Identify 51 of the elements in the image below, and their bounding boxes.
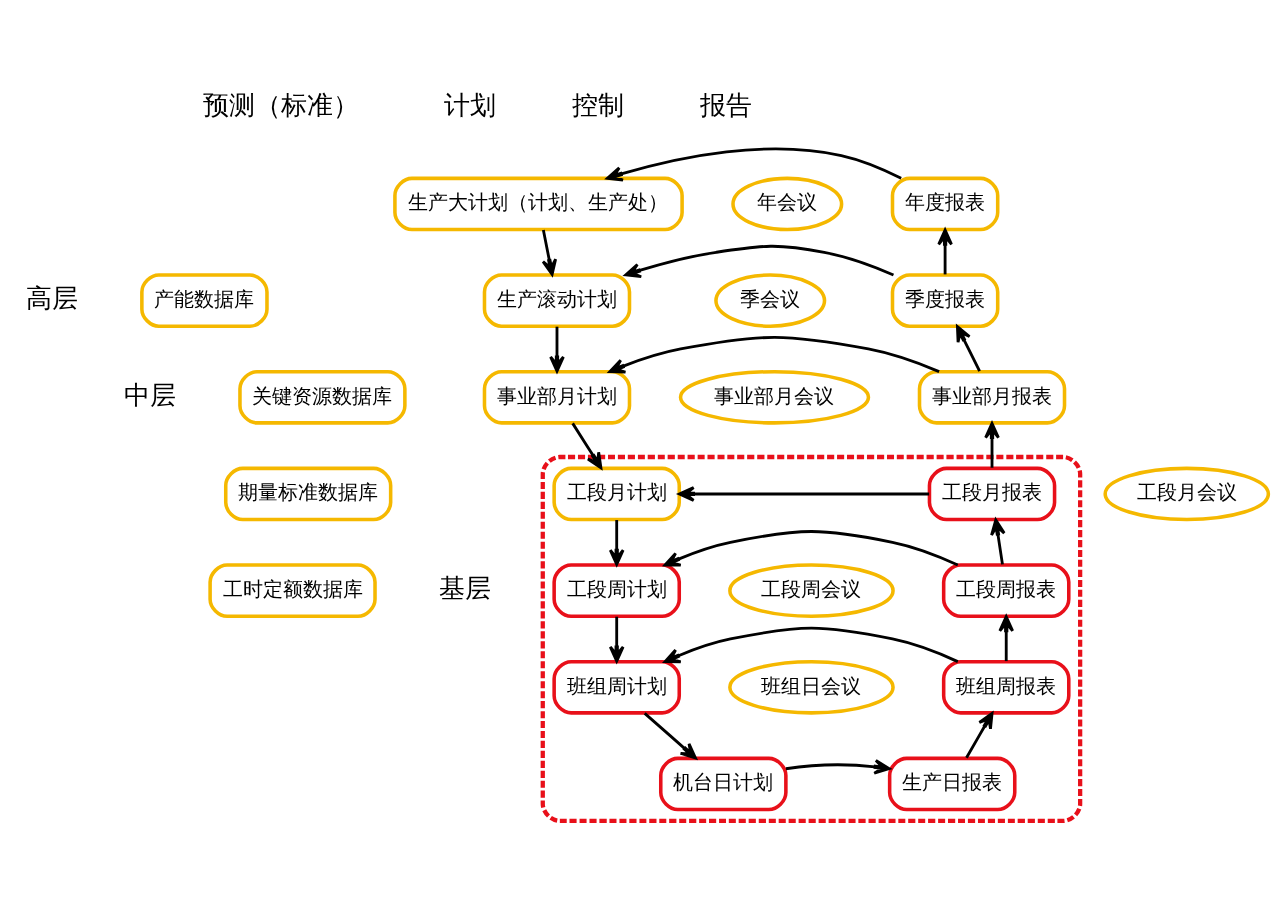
arrow bbox=[549, 326, 565, 373]
label: 中层 bbox=[124, 379, 177, 410]
arrow bbox=[956, 325, 981, 372]
label: 预测（标准） bbox=[203, 89, 360, 120]
arrow bbox=[984, 421, 1000, 468]
arrow bbox=[965, 711, 994, 759]
node-box: 班组周计划 bbox=[552, 659, 682, 715]
node-box: 班组周报表 bbox=[941, 659, 1071, 715]
node-box: 产能数据库 bbox=[140, 273, 269, 328]
node-box: 机台日计划 bbox=[659, 756, 788, 812]
arrow bbox=[571, 422, 603, 470]
node-ellipse: 季会议 bbox=[714, 273, 827, 328]
label: 基层 bbox=[438, 572, 491, 603]
arrow bbox=[608, 336, 940, 374]
arrow bbox=[624, 244, 895, 279]
arrow bbox=[663, 530, 959, 567]
node-box: 事业部月报表 bbox=[917, 369, 1067, 425]
node-ellipse: 班组日会议 bbox=[728, 659, 895, 715]
arrow bbox=[606, 147, 902, 182]
node-box: 生产滚动计划 bbox=[482, 273, 632, 328]
node-box: 年度报表 bbox=[890, 176, 1000, 232]
label: 高层 bbox=[26, 282, 79, 313]
node-box: 工时定额数据库 bbox=[208, 563, 377, 618]
node-box: 工段月计划 bbox=[552, 466, 682, 522]
node-box: 生产日报表 bbox=[887, 756, 1017, 812]
label: 报告 bbox=[700, 89, 753, 120]
arrow bbox=[541, 229, 558, 276]
cluster bbox=[540, 454, 1083, 824]
node-ellipse: 年会议 bbox=[731, 176, 844, 232]
node-ellipse: 事业部月会议 bbox=[678, 369, 871, 425]
node-box: 期量标准数据库 bbox=[223, 466, 393, 522]
node-box: 工段周报表 bbox=[941, 563, 1071, 618]
arrow bbox=[937, 228, 953, 275]
arrow bbox=[990, 518, 1006, 565]
node-box: 生产大计划（计划、生产处） bbox=[393, 176, 684, 232]
node-ellipse: 工段月会议 bbox=[1103, 466, 1271, 522]
arrow bbox=[643, 712, 697, 760]
node-box: 季度报表 bbox=[890, 273, 1000, 328]
node-box: 工段周计划 bbox=[552, 563, 682, 618]
arrow bbox=[608, 616, 625, 663]
arrow bbox=[998, 615, 1015, 662]
arrow bbox=[677, 486, 930, 502]
node-ellipse: 工段周会议 bbox=[728, 563, 895, 618]
arrow bbox=[785, 759, 891, 775]
node-box: 工段月报表 bbox=[927, 466, 1057, 522]
arrow bbox=[663, 626, 959, 664]
label: 控制 bbox=[572, 89, 625, 120]
arrow bbox=[608, 520, 625, 566]
node-box: 关键资源数据库 bbox=[238, 369, 407, 425]
node-box: 事业部月计划 bbox=[482, 369, 632, 425]
label: 计划 bbox=[444, 89, 497, 120]
